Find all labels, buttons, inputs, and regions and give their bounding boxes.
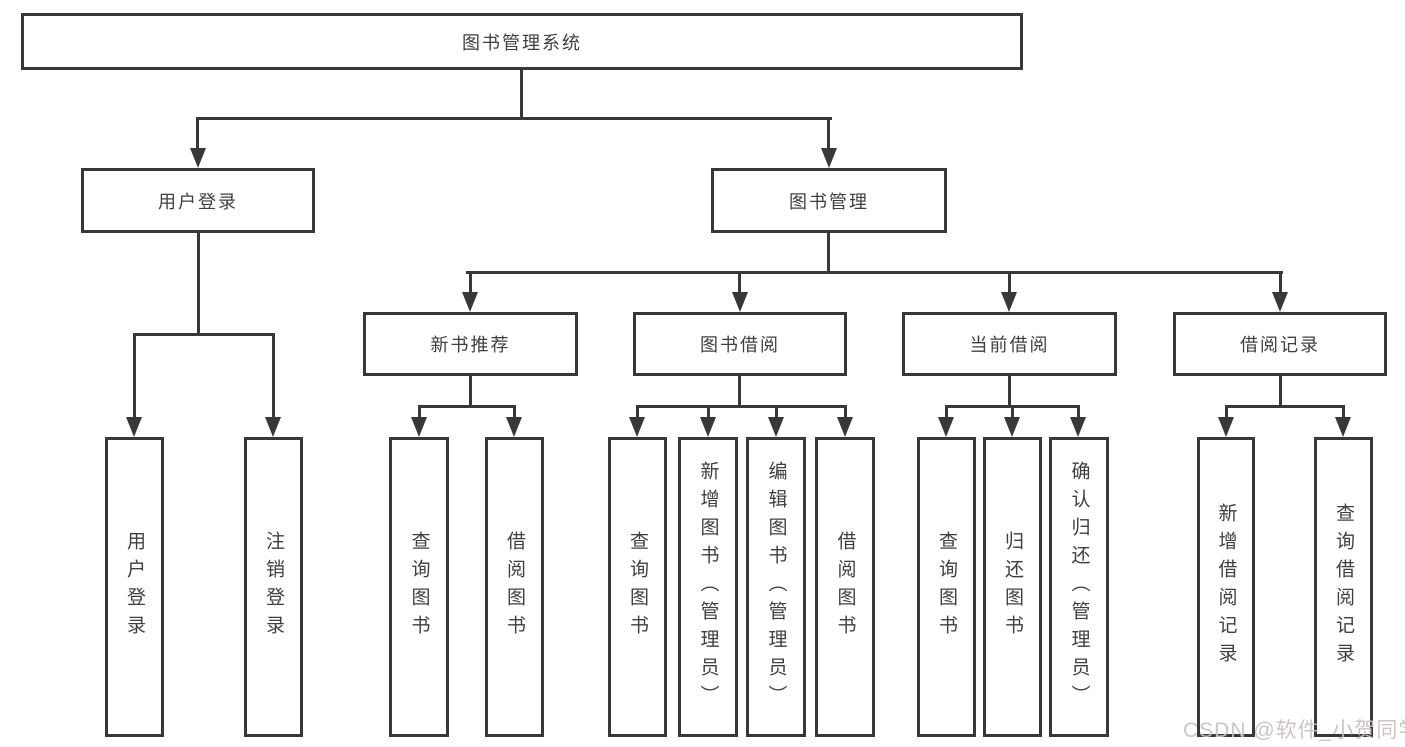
node-root: 图书管理系统	[21, 13, 1023, 70]
leaf-confirm-return-admin: 确认归还（管理员）	[1049, 437, 1109, 737]
leaf-add-books-admin-label: 新增图书（管理员）	[697, 461, 719, 713]
leaf-query-books-2-label: 查询图书	[627, 531, 648, 643]
leaf-query-books-1: 查询图书	[389, 437, 449, 737]
arrow-to-new-book-recommend	[462, 292, 478, 312]
stub-query-books-2	[636, 405, 639, 419]
leaf-query-borrow-record-label: 查询借阅记录	[1333, 503, 1354, 671]
leaf-add-books-admin: 新增图书（管理员）	[678, 437, 738, 737]
stub-add-books	[707, 405, 710, 419]
arrow-to-current-borrow	[1001, 292, 1017, 312]
connector-new-book-stub	[469, 271, 472, 295]
stub-borrow-books-2	[844, 405, 847, 419]
arrow-to-leaf-user-login	[126, 417, 142, 437]
stub-query-borrow-record	[1342, 405, 1345, 419]
arrow-to-add-borrow-record	[1218, 417, 1234, 437]
node-book-management: 图书管理	[711, 168, 947, 233]
connector-root-vline	[520, 69, 523, 119]
leaf-query-borrow-record: 查询借阅记录	[1314, 437, 1373, 737]
connector-book-borrow-down	[738, 374, 741, 407]
stub-query-books-3	[945, 405, 948, 419]
arrow-to-borrow-books-2	[837, 417, 853, 437]
csdn-watermark: CSDN @软件_小贺同学	[1183, 719, 1405, 742]
leaf-edit-books-admin-label: 编辑图书（管理员）	[765, 461, 787, 713]
connector-book-management-stub	[827, 117, 830, 152]
stub-borrow-books-1	[513, 405, 516, 419]
node-borrow-records: 借阅记录	[1173, 312, 1387, 376]
connector-current-borrow-down	[1008, 374, 1011, 407]
connector-user-login-branch	[133, 333, 274, 336]
node-root-label: 图书管理系统	[462, 32, 582, 53]
connector-user-login-down	[197, 232, 200, 335]
connector-book-borrow-branch	[636, 405, 846, 408]
connector-leaf-user-login-stub	[133, 333, 136, 418]
leaf-edit-books-admin: 编辑图书（管理员）	[746, 437, 806, 737]
connector-book-management-vline	[827, 232, 830, 273]
node-user-login-label: 用户登录	[158, 191, 238, 212]
leaf-borrow-books-1-label: 借阅图书	[504, 531, 525, 643]
arrow-to-user-login	[190, 148, 206, 168]
stub-confirm-return	[1077, 405, 1080, 419]
arrow-to-leaf-logout	[265, 417, 281, 437]
leaf-user-login-label: 用户登录	[124, 531, 145, 643]
arrow-to-return-books	[1004, 417, 1020, 437]
node-user-login: 用户登录	[81, 168, 315, 233]
leaf-add-borrow-record-label: 新增借阅记录	[1215, 503, 1237, 671]
connector-borrow-records-branch	[1225, 405, 1344, 408]
connector-new-book-down	[469, 374, 472, 407]
connector-new-book-branch	[418, 405, 516, 408]
arrow-to-query-borrow-record	[1335, 417, 1351, 437]
leaf-user-login: 用户登录	[105, 437, 164, 737]
arrow-to-add-books	[700, 417, 716, 437]
leaf-logout-label: 注销登录	[263, 531, 284, 643]
leaf-return-books: 归还图书	[983, 437, 1042, 737]
leaf-return-books-label: 归还图书	[1002, 531, 1023, 643]
arrow-to-query-books-1	[411, 417, 427, 437]
node-current-borrow: 当前借阅	[902, 312, 1117, 376]
arrow-to-confirm-return	[1070, 417, 1086, 437]
node-book-borrow: 图书借阅	[633, 312, 847, 376]
leaf-borrow-books-1: 借阅图书	[485, 437, 544, 737]
arrow-to-borrow-records	[1272, 292, 1288, 312]
stub-add-borrow-record	[1225, 405, 1228, 419]
arrow-to-query-books-3	[938, 417, 954, 437]
connector-borrow-records-down	[1279, 374, 1282, 407]
connector-level3-hline	[466, 271, 1283, 274]
connector-leaf-logout-stub	[272, 333, 275, 418]
node-new-book-recommend-label: 新书推荐	[430, 335, 511, 355]
leaf-query-books-1-label: 查询图书	[408, 531, 430, 643]
connector-borrow-records-stub	[1279, 271, 1282, 295]
node-current-borrow-label: 当前借阅	[969, 335, 1050, 355]
node-book-management-label: 图书管理	[789, 191, 869, 212]
stub-edit-books	[775, 405, 778, 419]
arrow-to-book-borrow	[732, 292, 748, 312]
arrow-to-query-books-2	[629, 417, 645, 437]
leaf-logout: 注销登录	[244, 437, 303, 737]
leaf-query-books-3-label: 查询图书	[936, 531, 957, 643]
arrow-to-edit-books	[768, 417, 784, 437]
stub-query-books-1	[418, 405, 421, 419]
node-borrow-records-label: 借阅记录	[1240, 335, 1320, 355]
leaf-borrow-books-2: 借阅图书	[815, 437, 875, 737]
stub-return-books	[1011, 405, 1014, 419]
arrow-to-book-management	[821, 148, 837, 168]
connector-user-login-stub	[196, 117, 199, 152]
leaf-borrow-books-2-label: 借阅图书	[834, 531, 856, 643]
arrow-to-borrow-books-1	[506, 417, 522, 437]
connector-current-borrow-stub	[1008, 271, 1011, 295]
leaf-add-borrow-record: 新增借阅记录	[1197, 437, 1255, 737]
node-new-book-recommend: 新书推荐	[363, 312, 578, 376]
leaf-query-books-3: 查询图书	[917, 437, 976, 737]
leaf-query-books-2: 查询图书	[608, 437, 667, 737]
connector-level2-hline	[196, 117, 832, 120]
node-book-borrow-label: 图书借阅	[700, 335, 780, 355]
leaf-confirm-return-admin-label: 确认归还（管理员）	[1068, 461, 1090, 713]
connector-book-borrow-stub	[738, 271, 741, 295]
